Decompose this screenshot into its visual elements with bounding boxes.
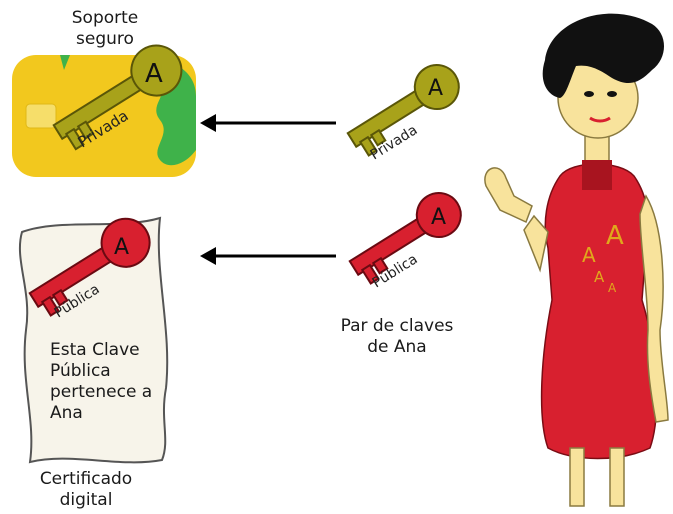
shirt-letter-2: A [582, 243, 596, 267]
certificate-key-letter: A [114, 235, 129, 260]
certificate-document [18, 216, 169, 464]
key-pair-label: Par de claves de Ana [340, 316, 454, 357]
card-key-letter: A [145, 59, 163, 89]
arrow-to-card [200, 114, 336, 132]
private-key [346, 64, 460, 157]
shirt-letter-4: A [608, 281, 617, 295]
private-key-letter: A [428, 76, 443, 101]
secure-support-label: Soporte seguro [71, 8, 139, 49]
shirt-letter-1: A [606, 221, 624, 251]
arrow-to-certificate [200, 247, 336, 265]
certificate-label: Certificado digital [39, 469, 133, 510]
public-key-letter: A [431, 205, 446, 230]
certificate-text: Esta Clave Pública pertenece a Ana [50, 340, 153, 423]
shirt-letter-3: A [594, 268, 605, 286]
public-key [348, 192, 462, 285]
person-ana [484, 13, 669, 507]
smart-card [12, 44, 196, 177]
